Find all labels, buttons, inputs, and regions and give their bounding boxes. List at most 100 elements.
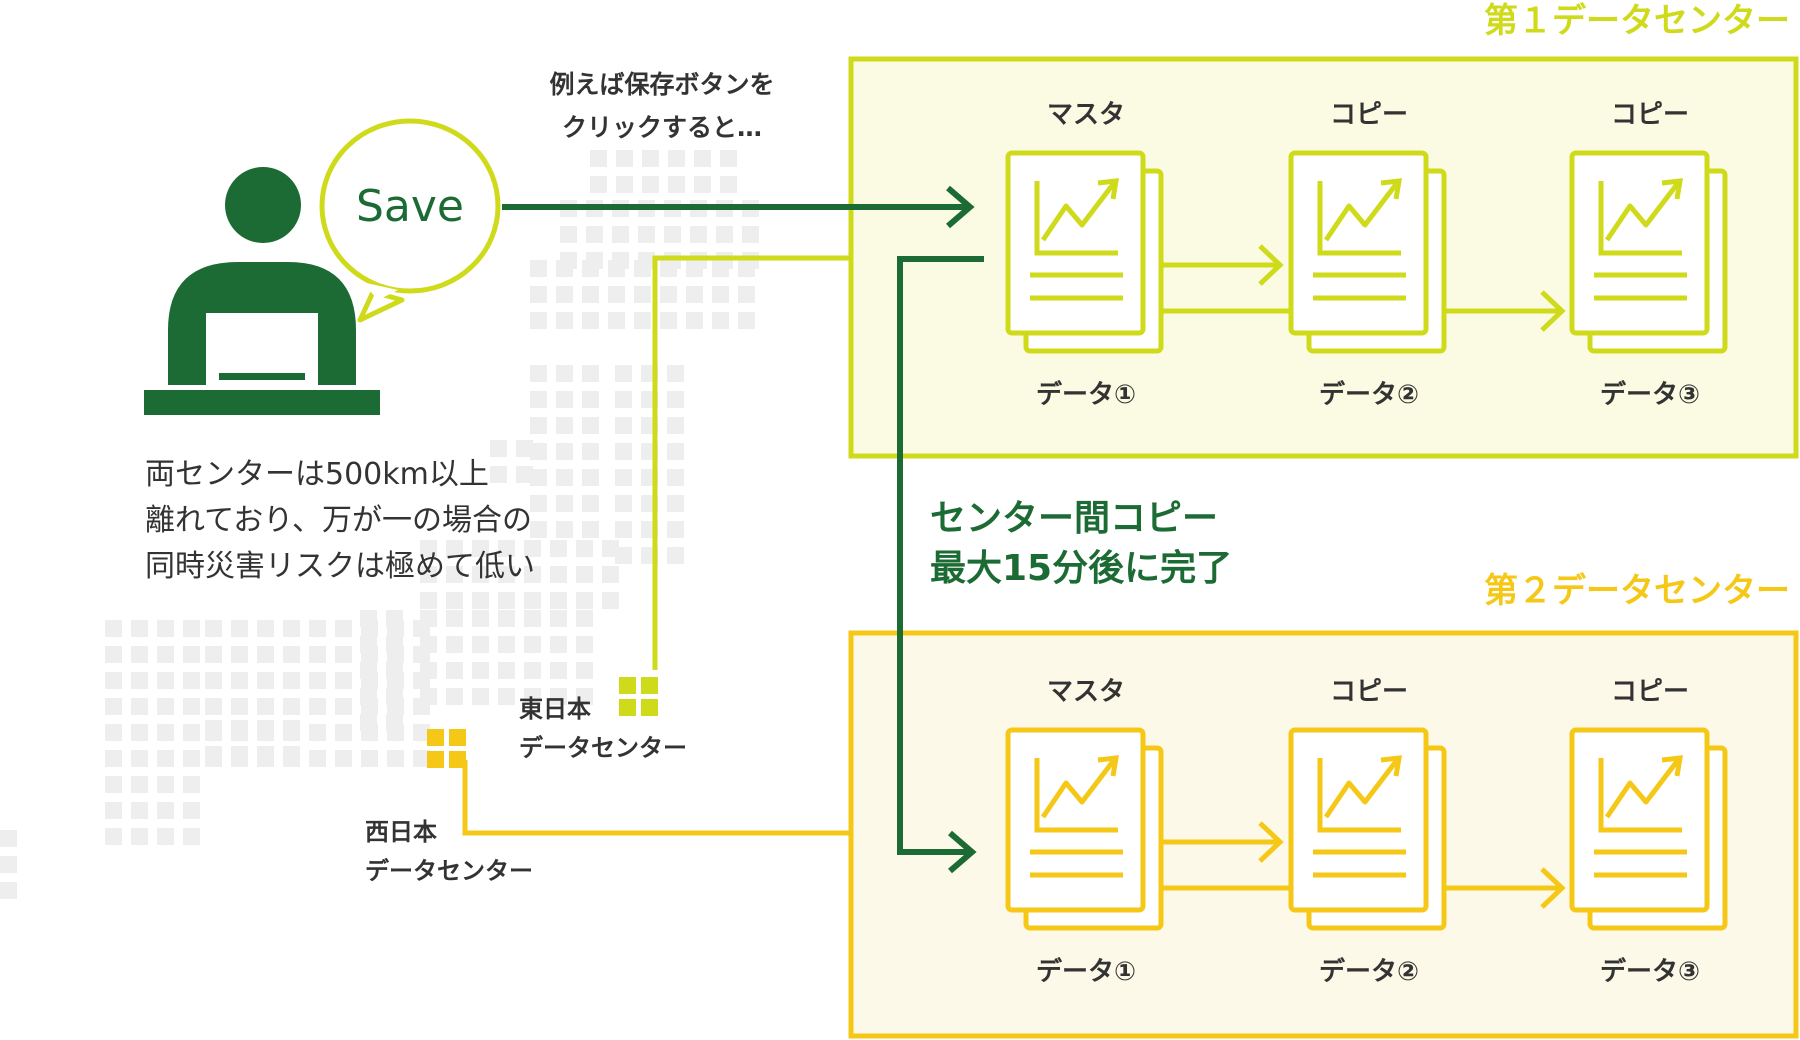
- map-dot: [309, 646, 326, 663]
- map-dot: [556, 417, 573, 434]
- map-dot: [131, 724, 148, 741]
- map-dot: [550, 592, 567, 609]
- map-dot: [615, 521, 632, 538]
- map-dot: [309, 750, 326, 767]
- map-dot: [556, 469, 573, 486]
- map-dot: [309, 672, 326, 689]
- map-dot: [550, 662, 567, 679]
- instruction-line-2: クリックすると…: [562, 113, 762, 142]
- map-dot: [530, 391, 547, 408]
- map-dot: [283, 698, 300, 715]
- map-dot: [387, 646, 404, 663]
- map-dot: [257, 672, 274, 689]
- map-dot: [446, 688, 463, 705]
- map-dot: [257, 746, 274, 763]
- map-dot: [550, 636, 567, 653]
- map-dot: [157, 646, 174, 663]
- map-dot: [257, 620, 274, 637]
- map-dot: [667, 365, 684, 382]
- document-2-1-icon: [1005, 727, 1164, 931]
- map-dot: [712, 286, 729, 303]
- map-dot: [590, 176, 607, 193]
- map-dot: [738, 260, 755, 277]
- instruction-line-1: 例えば保存ボタンを: [549, 70, 774, 99]
- map-dot: [105, 620, 122, 637]
- map-dot: [446, 610, 463, 627]
- map-dot: [205, 646, 222, 663]
- map-dot: [335, 646, 352, 663]
- map-dot: [387, 724, 404, 741]
- map-dot: [550, 566, 567, 583]
- document-1-1-icon: [1005, 150, 1164, 354]
- west-datacenter-label-line-2: データセンター: [365, 857, 533, 885]
- note-line-3: 同時災害リスクは極めて低い: [145, 549, 535, 584]
- document-label: データ③: [1600, 379, 1700, 410]
- east-datacenter-label-line-1: 東日本: [519, 695, 591, 723]
- map-dot: [720, 176, 737, 193]
- map-dot: [183, 672, 200, 689]
- map-dot: [582, 312, 599, 329]
- map-dot: [472, 662, 489, 679]
- map-dot: [231, 672, 248, 689]
- map-dot: [283, 646, 300, 663]
- map-dot: [498, 566, 515, 583]
- map-dot: [183, 698, 200, 715]
- map-dot: [582, 495, 599, 512]
- map-dot: [283, 620, 300, 637]
- map-dot: [472, 610, 489, 627]
- inter-center-copy-arrow: [897, 256, 984, 874]
- map-dot: [183, 802, 200, 819]
- map-dot: [231, 620, 248, 637]
- user-at-computer-icon: [144, 167, 380, 415]
- document-role-label: コピー: [1330, 100, 1408, 130]
- map-dot: [105, 776, 122, 793]
- map-dot: [582, 260, 599, 277]
- map-dot: [556, 495, 573, 512]
- map-dot: [387, 698, 404, 715]
- map-dot: [131, 672, 148, 689]
- map-dot: [556, 260, 573, 277]
- map-dot: [556, 391, 573, 408]
- map-dot: [686, 312, 703, 329]
- map-dot: [576, 610, 593, 627]
- map-dot: [131, 646, 148, 663]
- map-dot: [550, 540, 567, 557]
- map-dot: [472, 540, 489, 557]
- document-1-3-icon: [1569, 150, 1728, 354]
- map-dot: [183, 724, 200, 741]
- map-dot: [387, 750, 404, 767]
- map-dot: [157, 672, 174, 689]
- map-dot: [660, 286, 677, 303]
- map-dot: [131, 802, 148, 819]
- map-dot: [686, 260, 703, 277]
- map-dot: [283, 746, 300, 763]
- map-dot: [660, 312, 677, 329]
- document-role-label: マスタ: [1047, 677, 1125, 707]
- map-dot: [105, 724, 122, 741]
- map-dot: [361, 646, 378, 663]
- map-dot: [0, 856, 17, 873]
- map-dot: [131, 750, 148, 767]
- map-dot: [634, 312, 651, 329]
- map-dot: [667, 547, 684, 564]
- map-dot: [205, 672, 222, 689]
- document-label: データ③: [1600, 956, 1700, 987]
- map-dot: [612, 226, 629, 243]
- map-dot: [524, 540, 541, 557]
- map-dot: [582, 286, 599, 303]
- map-dot: [205, 746, 222, 763]
- map-dot: [712, 312, 729, 329]
- map-dot: [472, 566, 489, 583]
- document-role-label: マスタ: [1047, 100, 1125, 130]
- map-dot: [105, 828, 122, 845]
- map-dot: [576, 688, 593, 705]
- map-dot: [667, 443, 684, 460]
- map-dot: [615, 469, 632, 486]
- map-dot: [231, 746, 248, 763]
- document-label: データ②: [1319, 956, 1419, 987]
- map-dot: [335, 672, 352, 689]
- map-dot: [361, 698, 378, 715]
- map-dot: [616, 150, 633, 167]
- map-dot: [556, 443, 573, 460]
- map-dot: [668, 150, 685, 167]
